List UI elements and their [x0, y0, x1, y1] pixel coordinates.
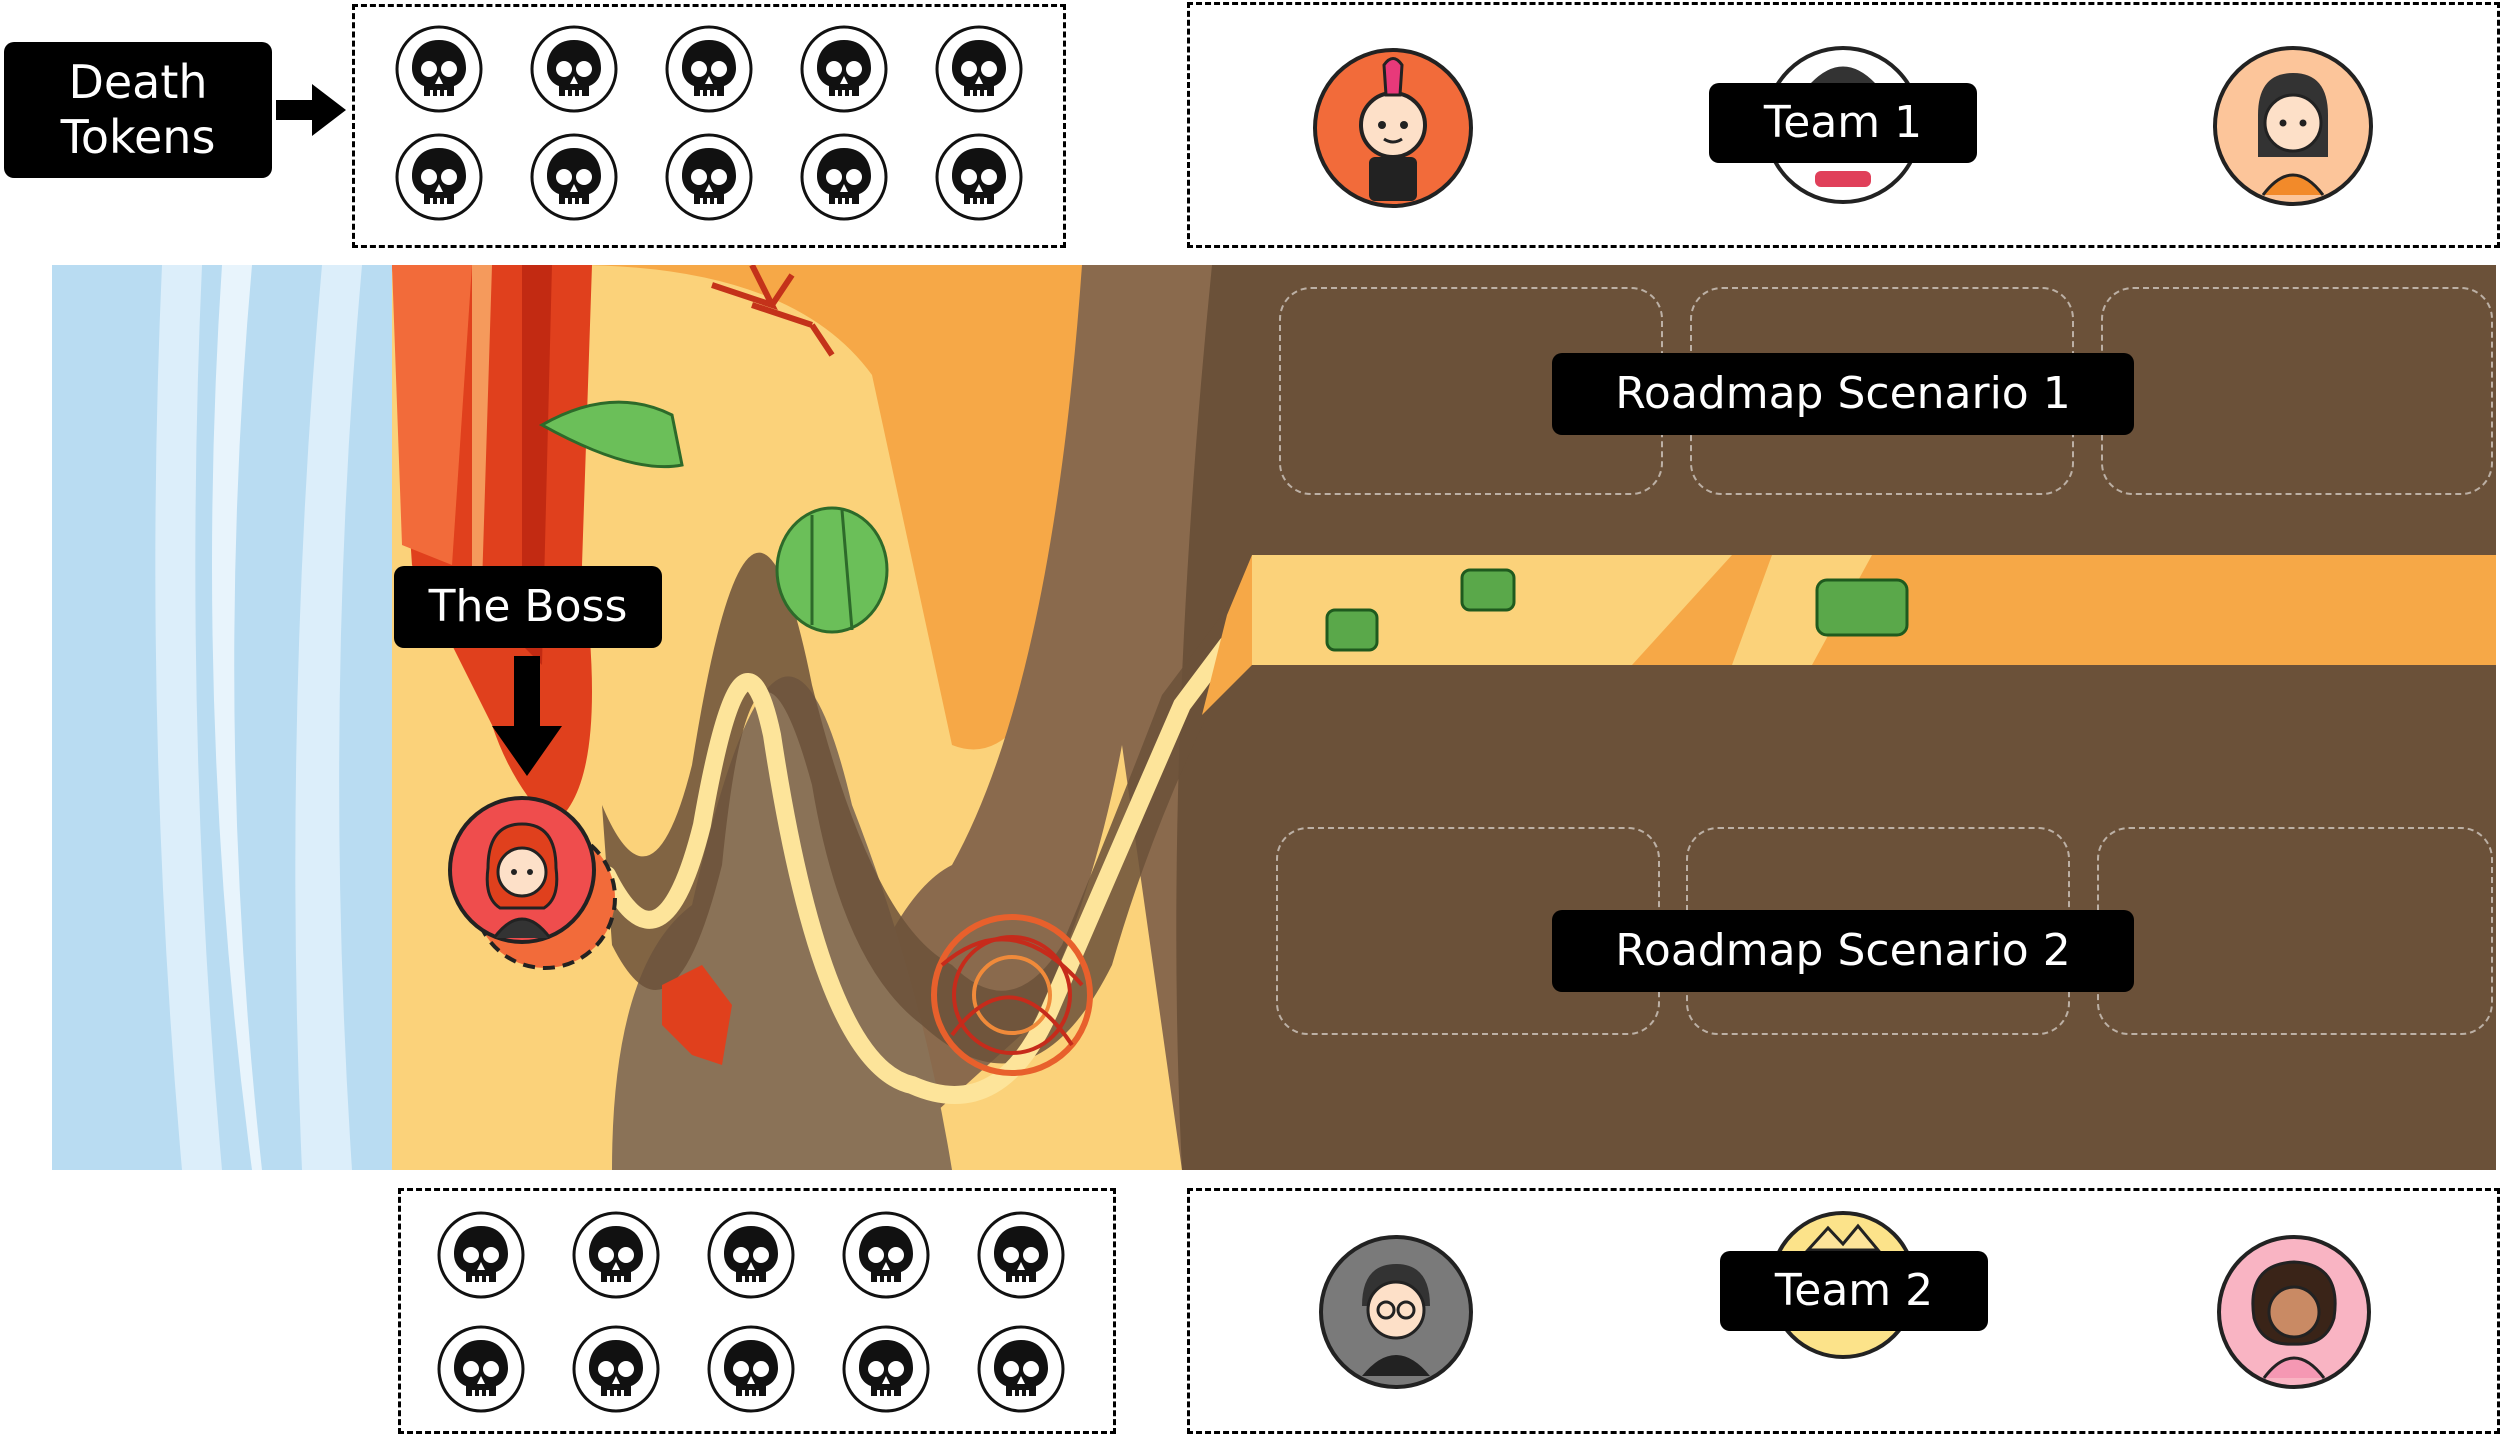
skull-icon[interactable] [934, 132, 1024, 222]
the-boss-label: The Boss [394, 566, 662, 648]
skull-icon[interactable] [571, 1324, 661, 1414]
skull-icon[interactable] [706, 1210, 796, 1300]
death-tokens-label: Death Tokens [4, 42, 272, 178]
skull-icon[interactable] [529, 132, 619, 222]
skull-icon[interactable] [976, 1210, 1066, 1300]
roadmap1-slot-3[interactable] [2101, 287, 2493, 495]
punk-avatar-icon [1313, 48, 1473, 208]
skull-icon[interactable] [799, 24, 889, 114]
tumbleweed-icon [931, 914, 1093, 1076]
skull-icon[interactable] [934, 24, 1024, 114]
woman-avatar-icon [2213, 46, 2373, 206]
rock [662, 965, 732, 1065]
skull-icon[interactable] [664, 24, 754, 114]
roadmap-scenario-1-label: Roadmap Scenario 1 [1552, 353, 2134, 435]
skull-icon[interactable] [706, 1324, 796, 1414]
skull-icon[interactable] [841, 1324, 931, 1414]
boss-avatar-icon[interactable] [440, 788, 630, 978]
roadmap-scenario-2-label: Roadmap Scenario 2 [1552, 910, 2134, 992]
skull-icon[interactable] [529, 24, 619, 114]
skull-icon[interactable] [436, 1210, 526, 1300]
arrow-right-icon [276, 84, 346, 136]
skull-icon[interactable] [394, 132, 484, 222]
arrow-down-icon [492, 656, 562, 776]
skull-icon[interactable] [799, 132, 889, 222]
skull-icon[interactable] [664, 132, 754, 222]
lane-cactus-icon [1325, 568, 1909, 652]
skull-icon[interactable] [976, 1324, 1066, 1414]
cactus-icon [538, 400, 889, 634]
skull-icon[interactable] [571, 1210, 661, 1300]
roadmap2-slot-3[interactable] [2097, 827, 2493, 1035]
glasses-avatar-icon [1319, 1235, 1473, 1389]
team2-label: Team 2 [1720, 1251, 1988, 1331]
woman-curly-avatar-icon [2217, 1235, 2371, 1389]
team1-label: Team 1 [1709, 83, 1977, 163]
skull-icon[interactable] [436, 1324, 526, 1414]
skull-icon[interactable] [841, 1210, 931, 1300]
skull-icon[interactable] [394, 24, 484, 114]
